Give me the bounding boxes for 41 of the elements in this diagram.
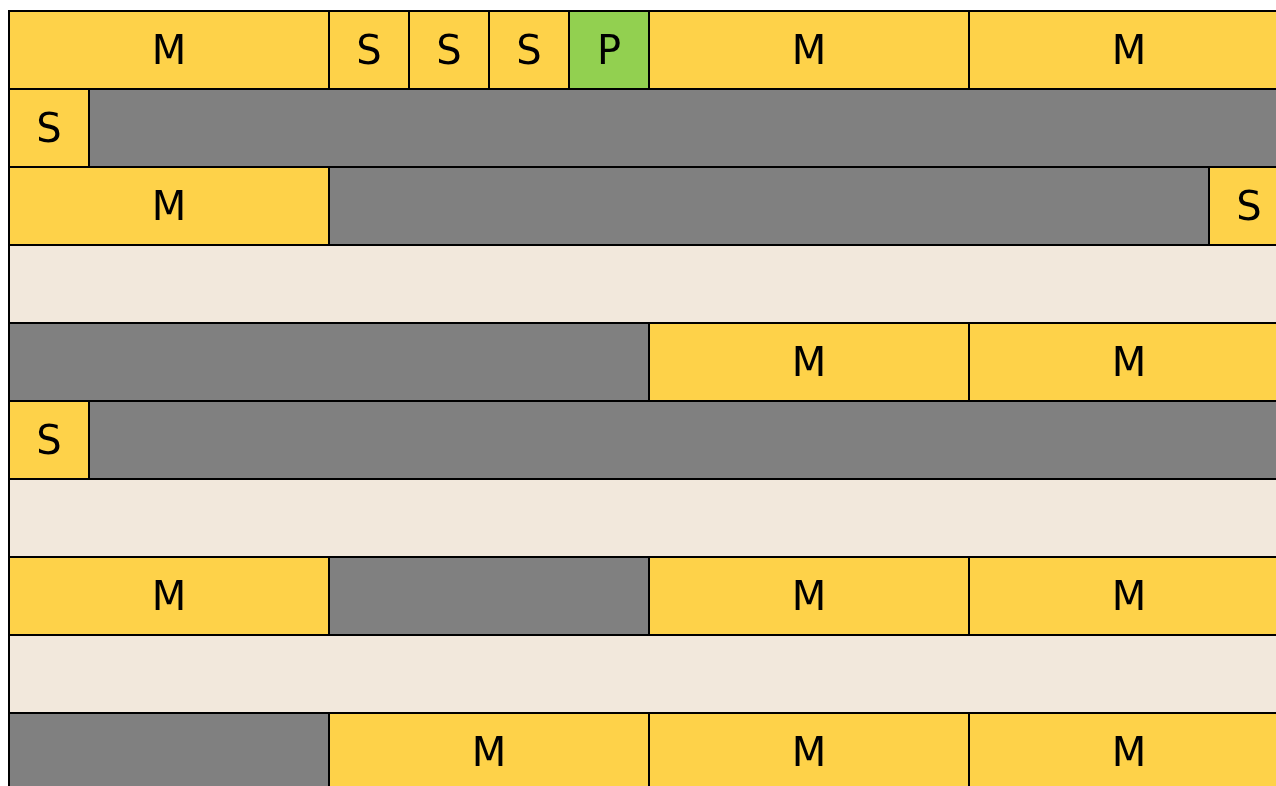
memory-block	[648, 322, 970, 402]
memory-block	[968, 10, 1276, 90]
empty-block	[8, 634, 1276, 714]
block-letter: M	[1111, 732, 1147, 772]
memory-block	[648, 556, 970, 636]
block-letter: M	[791, 30, 827, 70]
block-letter: M	[151, 576, 187, 616]
block-letter: M	[791, 732, 827, 772]
memory-block	[568, 10, 650, 90]
block-letter: S	[1236, 186, 1262, 226]
empty-block	[8, 244, 1276, 324]
block-letter: M	[791, 576, 827, 616]
block-letter: S	[36, 108, 62, 148]
memory-block	[328, 712, 650, 786]
block-letter: M	[791, 342, 827, 382]
memory-block	[968, 712, 1276, 786]
empty-block	[8, 478, 1276, 558]
memory-block	[968, 556, 1276, 636]
memory-block	[968, 322, 1276, 402]
memory-block	[8, 556, 330, 636]
block-letter: M	[1111, 342, 1147, 382]
block-letter: M	[1111, 30, 1147, 70]
block-letter: P	[596, 30, 622, 70]
memory-block	[8, 88, 90, 168]
block-letter: S	[436, 30, 462, 70]
block-letter: M	[1111, 576, 1147, 616]
block-letter: S	[516, 30, 542, 70]
memory-block	[1208, 166, 1276, 246]
memory-block	[328, 10, 410, 90]
memory-block	[648, 10, 970, 90]
block-letter: M	[471, 732, 507, 772]
memory-block	[8, 10, 330, 90]
memory-block	[408, 10, 490, 90]
memory-block	[8, 400, 90, 480]
memory-block	[648, 712, 970, 786]
block-letter: M	[151, 186, 187, 226]
block-letter: S	[356, 30, 382, 70]
memory-block	[8, 166, 330, 246]
memory-block	[488, 10, 570, 90]
block-letter: M	[151, 30, 187, 70]
block-letter: S	[36, 420, 62, 460]
